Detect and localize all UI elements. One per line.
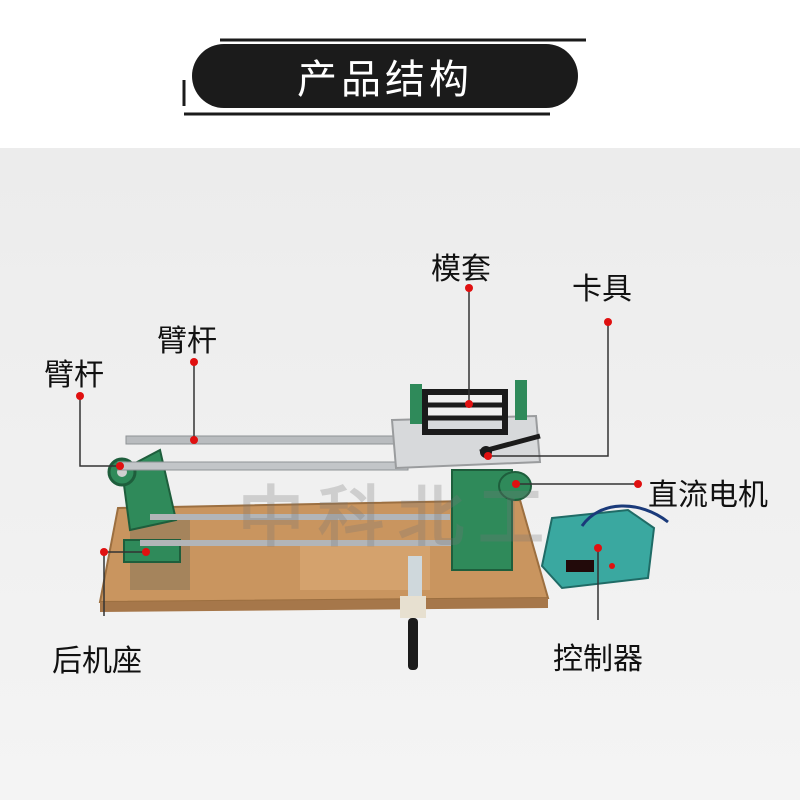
label-clamp: 卡具 — [572, 272, 632, 307]
pointer-dot-arm-upper-top — [190, 358, 198, 366]
page-title: 产品结构 — [192, 44, 578, 108]
brush-handle — [408, 618, 418, 670]
pointer-dot-rear-base — [142, 548, 150, 556]
leader-arm-left — [79, 396, 120, 467]
controller-led — [609, 563, 615, 569]
label-rear-base: 后机座 — [52, 644, 142, 679]
mold-sleeve-frame — [422, 389, 508, 435]
leader-clamp — [488, 322, 609, 457]
pointer-dot-motor — [634, 480, 642, 488]
pointer-dot-mold — [465, 400, 473, 408]
pointer-dot-arm-left-top — [76, 392, 84, 400]
label-arm-upper: 臂杆 — [157, 324, 217, 359]
controller-display — [566, 560, 594, 572]
motor-column — [451, 469, 513, 571]
clamp-post-right — [515, 380, 527, 420]
watermark-text: 中科北工 — [238, 479, 558, 556]
label-dc-motor: 直流电机 — [648, 478, 768, 513]
pointer-dot-clamp-top — [604, 318, 612, 326]
clamp-post-left — [410, 384, 422, 424]
brush-label-tag — [408, 556, 422, 596]
pointer-dot-controller — [594, 544, 602, 552]
brush-bristles — [400, 596, 426, 618]
pointer-dot-arm-upper — [190, 436, 198, 444]
label-controller: 控制器 — [553, 642, 643, 677]
pointer-dot-arm-left — [116, 462, 124, 470]
label-arm-left: 臂杆 — [44, 358, 104, 393]
controller-cable — [580, 504, 669, 527]
wooden-base-edge — [100, 598, 548, 612]
pointer-dot-clamp — [484, 452, 492, 460]
label-mold-sleeve: 模套 — [431, 252, 491, 287]
pointer-dot-rear-base-top — [100, 548, 108, 556]
arm-rod-upper — [125, 435, 397, 445]
pointer-dots — [76, 284, 642, 556]
pointer-dot-mold-top — [465, 284, 473, 292]
title-frame-decoration — [182, 38, 586, 116]
pointer-dot-motor-end — [512, 480, 520, 488]
guide-rod-front — [140, 540, 460, 546]
guide-rod-back — [150, 514, 450, 520]
